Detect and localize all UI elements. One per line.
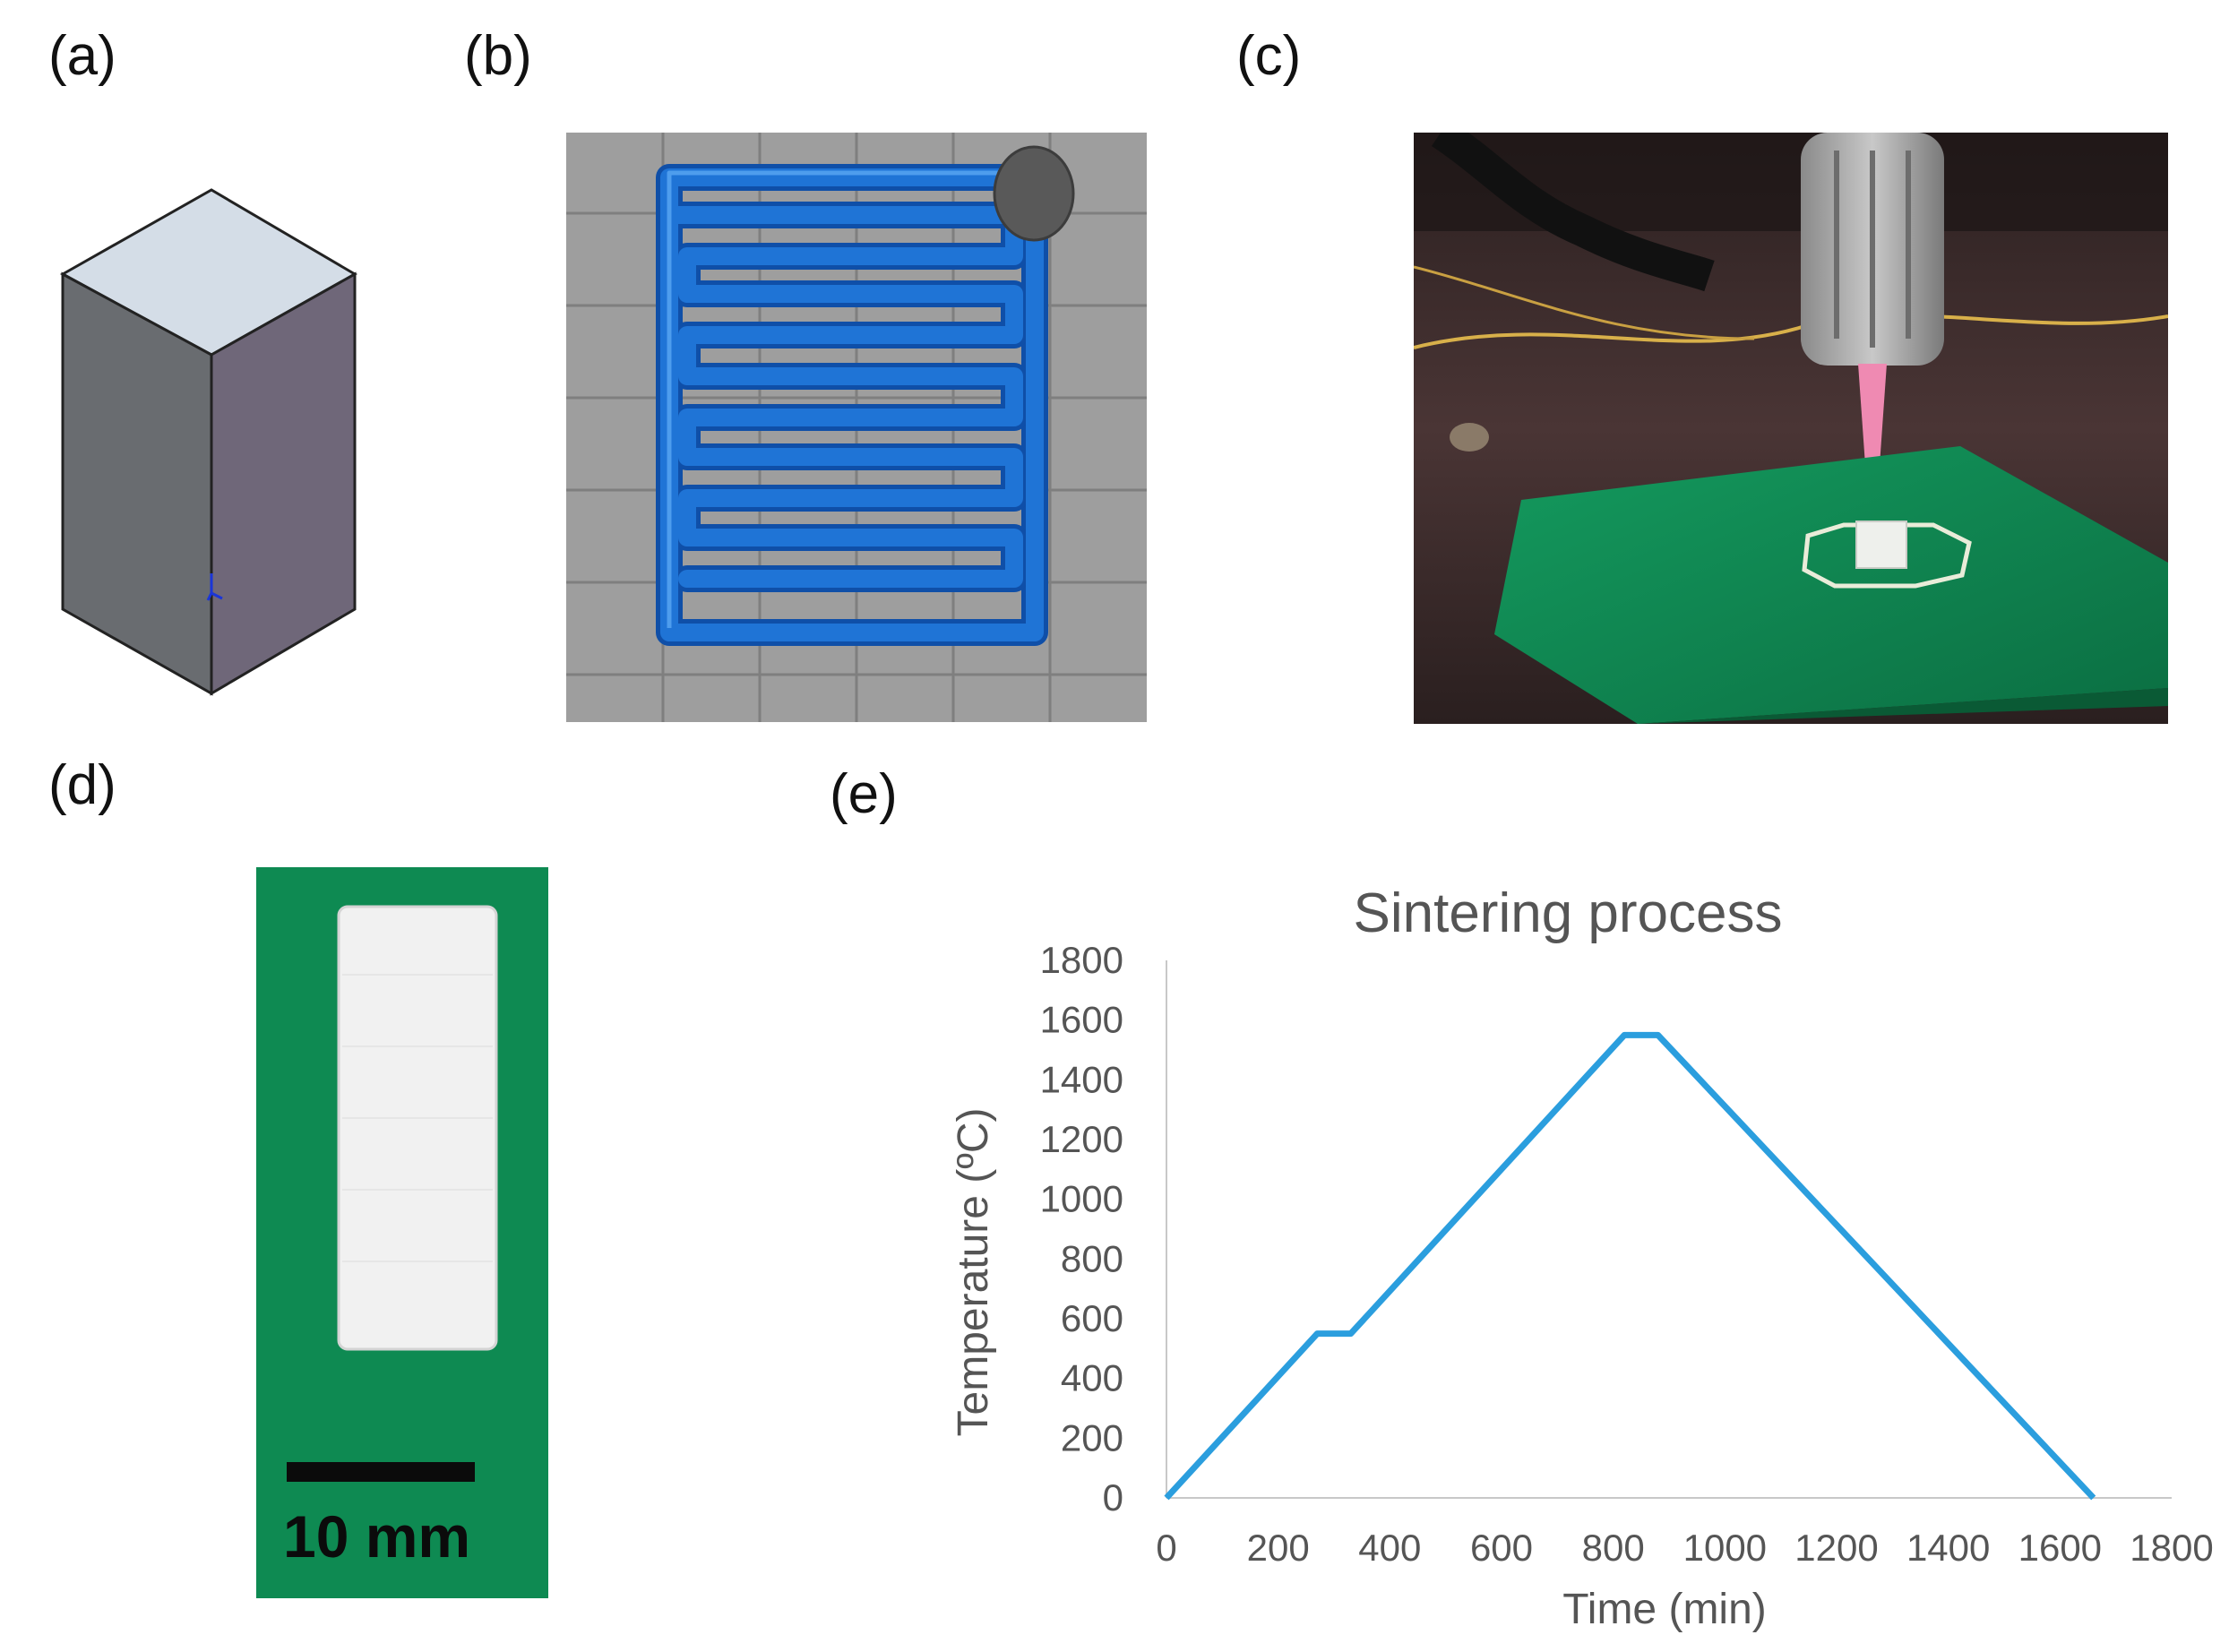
x-tick-label: 1600 [2018,1527,2102,1569]
printer-setup-photo [1414,133,2168,724]
fixture-knob [1450,423,1489,452]
y-tick-label: 1800 [1040,939,1123,981]
cable-bundle [1431,133,1715,292]
y-tick-label: 1400 [1040,1058,1123,1100]
isometric-box-model [59,188,358,696]
x-tick-label: 800 [1582,1527,1645,1569]
sample-layer-lines [342,974,493,1262]
y-tick-label: 400 [1061,1357,1123,1399]
panel-label-b: (b) [464,25,532,87]
scale-bar [287,1462,475,1482]
x-tick-label: 1800 [2130,1527,2213,1569]
printed-sample [337,905,498,1351]
axis-triad-icon [206,573,223,601]
x-tick-label: 1200 [1794,1527,1878,1569]
x-tick-label: 0 [1156,1527,1176,1569]
y-tick-label: 800 [1061,1237,1123,1279]
y-axis-label: Temperature (ºC) [950,1108,997,1437]
x-tick-label: 400 [1358,1527,1421,1569]
y-tick-label: 1200 [1040,1118,1123,1160]
chart-ticks: 0 200 400 600 800 1000 1200 1400 1600 1800 0 200 400… [1040,939,2214,1569]
pink-nozzle [1858,364,1887,516]
toolpath-diagram [566,133,1147,722]
panel-label-a: (a) [48,25,116,87]
panel-label-e: (e) [830,763,898,825]
scale-bar-label: 10 mm [283,1503,470,1570]
toolpath-highlight [667,170,1035,628]
chart-axes [1166,960,2172,1499]
y-tick-label: 600 [1061,1297,1123,1339]
chart-title: Sintering process [1353,882,1782,944]
x-axis-label: Time (min) [1562,1586,1767,1633]
toolpath-line [660,168,1044,641]
y-tick-label: 1000 [1040,1178,1123,1220]
barrel-grooves [1834,151,1911,348]
panel-label-d: (d) [48,754,116,816]
x-tick-label: 600 [1470,1527,1533,1569]
x-tick-label: 200 [1247,1527,1310,1569]
x-tick-label: 1400 [1906,1527,1990,1569]
y-tick-label: 0 [1103,1476,1123,1519]
x-tick-label: 1000 [1683,1527,1767,1569]
yellow-wire-2 [1414,265,1755,340]
y-tick-label: 200 [1061,1416,1123,1458]
build-plate-edge [1494,634,2168,724]
printed-sample-photo: 10 mm [256,867,548,1598]
chart-series [1164,1031,2096,1501]
printed-cube [1855,521,1907,569]
panel-label-c: (c) [1236,25,1302,87]
y-tick-label: 1600 [1040,999,1123,1041]
nozzle-position-marker [993,145,1075,242]
temperature-series-line [1164,1031,2096,1501]
